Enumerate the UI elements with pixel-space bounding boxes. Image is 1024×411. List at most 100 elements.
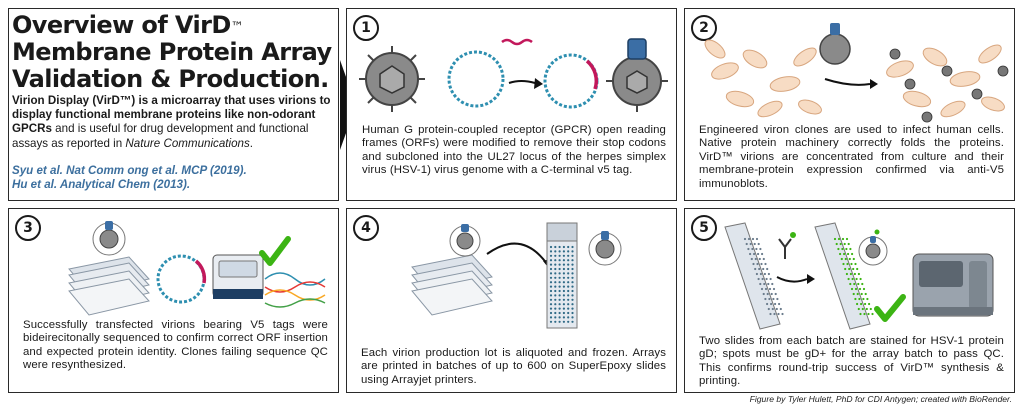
array-spot xyxy=(840,257,843,261)
array-spot xyxy=(571,267,574,271)
array-spot xyxy=(549,250,553,253)
array-spot xyxy=(571,281,574,284)
array-spot xyxy=(749,252,752,256)
array-spot xyxy=(549,294,553,297)
array-spot xyxy=(772,287,776,291)
virus-icon xyxy=(359,46,425,112)
human-cells-icon xyxy=(704,39,822,118)
array-spot xyxy=(562,254,565,257)
figure-credit: Figure by Tyler Hulett, PhD for CDI Anty… xyxy=(749,394,1012,404)
array-spot xyxy=(866,297,869,301)
array-spot xyxy=(753,242,756,246)
array-spot xyxy=(847,277,850,281)
step-5-number: 5 xyxy=(691,215,717,241)
array-spot xyxy=(554,254,557,257)
array-spot xyxy=(781,312,784,316)
array-spot xyxy=(764,262,767,266)
array-spot xyxy=(747,247,750,251)
array-spot xyxy=(775,307,778,311)
sequence-traces-icon xyxy=(264,272,326,308)
array-spot xyxy=(567,276,570,279)
check-icon xyxy=(259,236,291,266)
array-spot xyxy=(571,259,574,262)
array-spot xyxy=(852,267,855,271)
array-spot xyxy=(753,252,756,256)
array-spot xyxy=(745,242,748,246)
array-spot xyxy=(848,267,851,271)
citation-1: Syu et al. Nat Comm ong et al. MCP (2019… xyxy=(12,164,247,177)
array-spot xyxy=(770,302,773,306)
scanner-icon xyxy=(912,253,994,317)
step-4-panel: 4 Each virion production lot is aliquote… xyxy=(346,208,677,393)
plate-stack-icon xyxy=(411,254,493,316)
array-spot xyxy=(567,263,570,266)
step-5-illustration xyxy=(724,222,994,330)
array-spot xyxy=(558,263,561,266)
array-spot xyxy=(860,302,863,306)
array-spot xyxy=(558,289,561,293)
array-spot xyxy=(567,294,570,297)
array-spot xyxy=(869,307,872,311)
array-spot xyxy=(571,245,574,249)
array-spot xyxy=(858,287,862,291)
array-spot xyxy=(567,316,570,319)
array-spot xyxy=(846,262,849,266)
step-4-illustration xyxy=(411,222,622,329)
array-spot xyxy=(571,294,574,297)
array-spot xyxy=(839,242,842,246)
array-spot xyxy=(549,245,553,249)
array-spot xyxy=(755,272,758,276)
array-spot xyxy=(867,312,870,316)
array-spot xyxy=(567,272,570,275)
array-spot xyxy=(770,292,773,296)
array-spot xyxy=(849,272,852,276)
array-spot xyxy=(554,250,557,253)
array-spot xyxy=(562,320,565,323)
array-spot xyxy=(767,307,770,311)
array-spot xyxy=(853,282,856,286)
step-3-panel: 3 Successfully transfected virions bear xyxy=(8,208,339,393)
array-spot xyxy=(549,263,553,266)
orf-fragment-icon xyxy=(501,38,533,46)
array-spot xyxy=(766,302,769,306)
array-spot xyxy=(549,303,553,306)
array-spot xyxy=(558,272,561,275)
array-spot xyxy=(549,259,553,262)
array-spot xyxy=(850,262,853,266)
array-spot xyxy=(571,289,574,293)
array-spot xyxy=(843,242,846,246)
array-spot xyxy=(558,281,561,284)
step-3-illustration xyxy=(68,221,326,316)
array-spot xyxy=(562,316,565,319)
check-icon xyxy=(874,294,906,322)
array-spot xyxy=(562,276,565,279)
array-spot xyxy=(571,285,574,288)
array-spot xyxy=(554,285,557,288)
array-spot xyxy=(558,298,561,301)
array-spot xyxy=(571,254,574,257)
array-spot xyxy=(849,282,852,286)
array-spot xyxy=(862,297,865,301)
array-spot xyxy=(554,303,557,306)
array-spot xyxy=(771,282,774,286)
array-spot xyxy=(549,298,553,301)
step-3-number: 3 xyxy=(15,215,41,241)
array-spot xyxy=(571,303,574,306)
array-spot xyxy=(854,297,857,301)
array-spot xyxy=(562,307,565,310)
array-spot xyxy=(562,289,565,293)
array-spot xyxy=(571,272,574,275)
array-spot xyxy=(554,245,557,249)
array-spot xyxy=(549,254,553,257)
array-spot xyxy=(554,294,557,297)
array-spot xyxy=(554,298,557,301)
array-spot xyxy=(567,267,570,271)
array-spot xyxy=(562,263,565,266)
array-spot xyxy=(857,307,860,311)
step-1-number: 1 xyxy=(353,15,379,41)
array-spot xyxy=(756,262,759,266)
array-spot xyxy=(761,277,764,281)
array-spot xyxy=(571,311,574,315)
array-spot xyxy=(854,287,858,291)
array-spot xyxy=(762,267,765,271)
